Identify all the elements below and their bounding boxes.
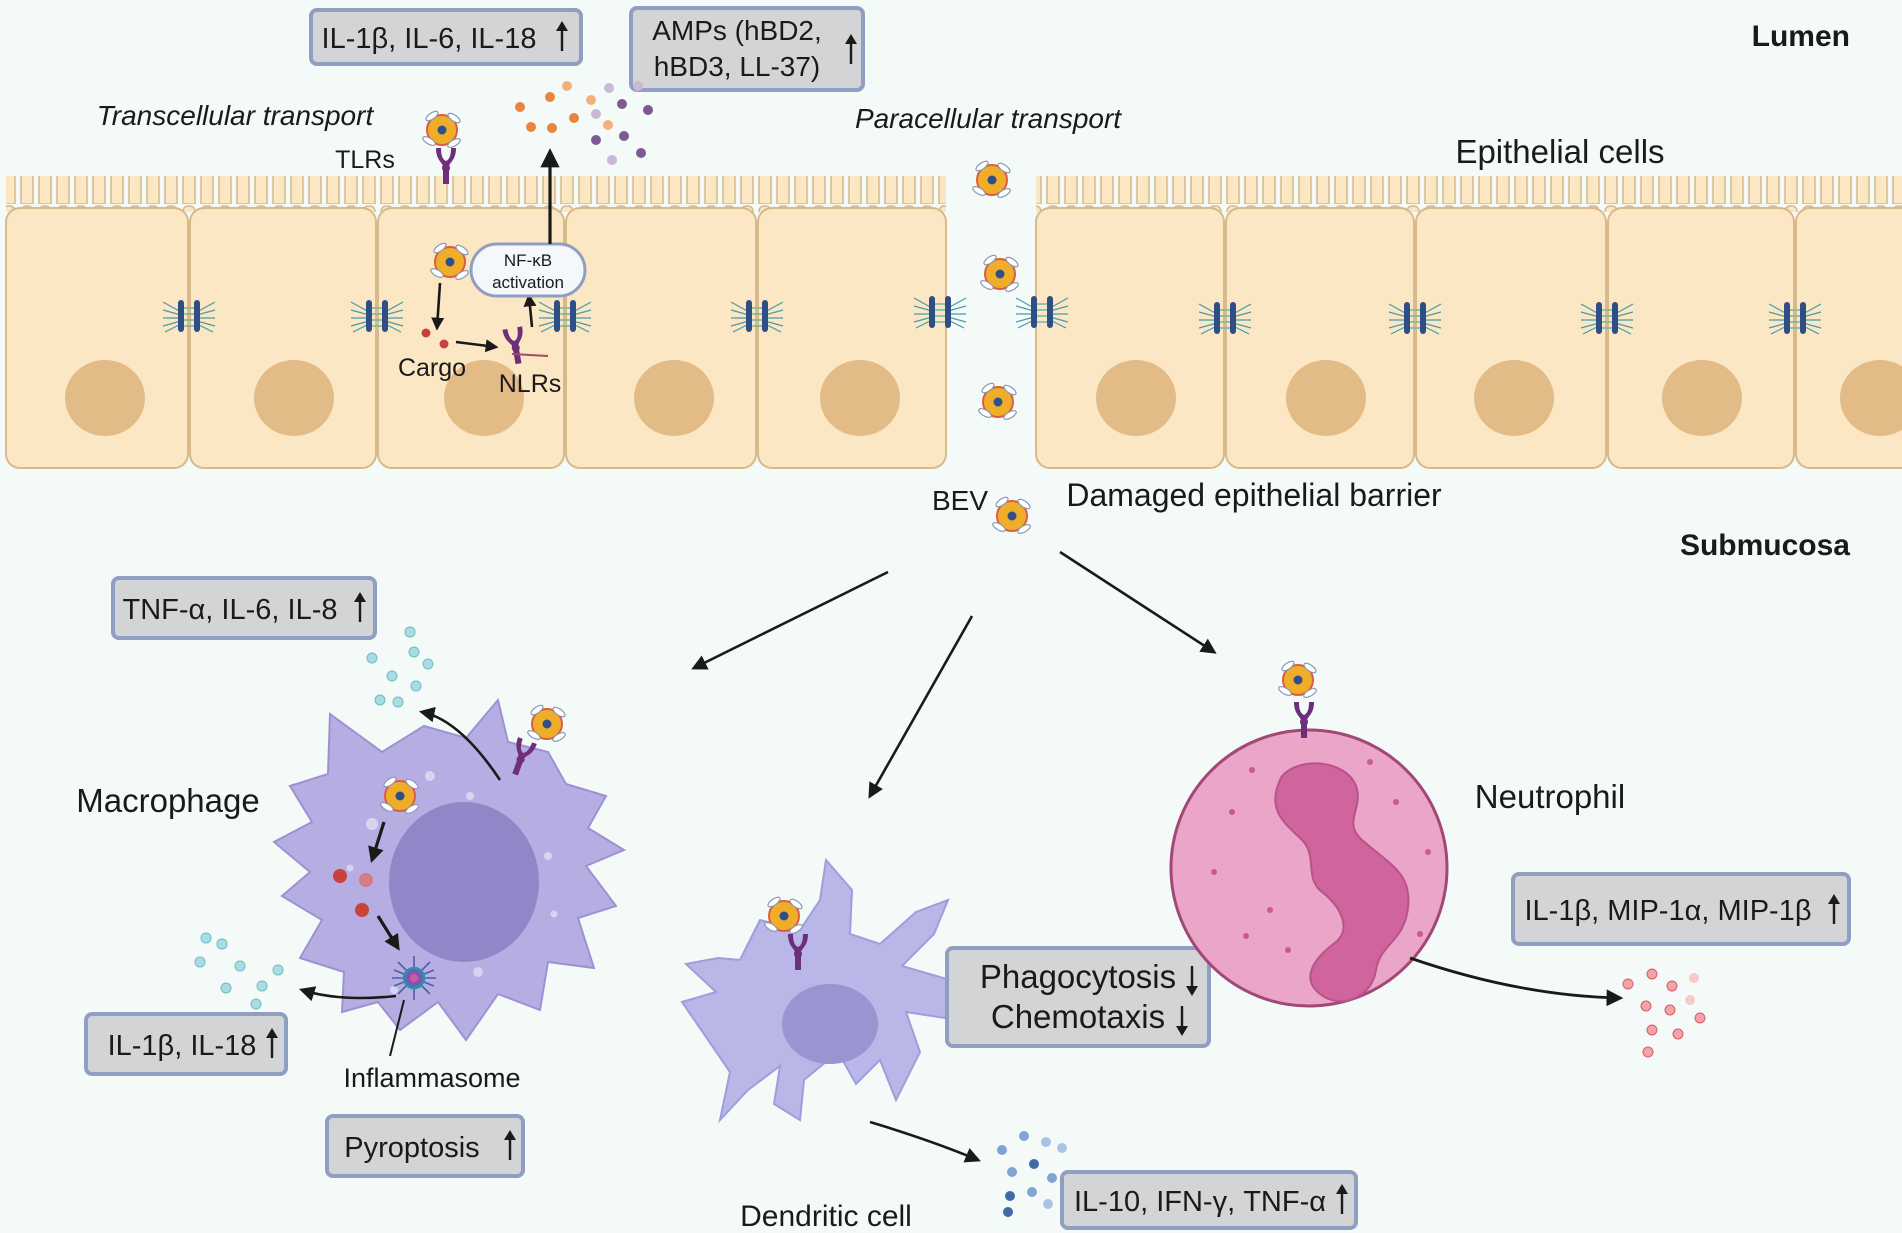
bev-icon bbox=[428, 240, 471, 283]
amps-line1: AMPs (hBD2, bbox=[652, 15, 822, 46]
pyroptosis-text: Pyroptosis bbox=[344, 1132, 479, 1164]
arrow-to-macrophage bbox=[691, 570, 889, 670]
cargo-particle bbox=[355, 903, 369, 917]
inflammasome-icon bbox=[392, 956, 436, 1000]
macrophage-cell bbox=[272, 697, 627, 1042]
neutrophil-cytokine-box: IL-1β, MIP-1α, MIP-1β bbox=[1511, 872, 1851, 946]
dendritic-cell bbox=[680, 857, 1005, 1124]
microvilli-left bbox=[6, 176, 946, 212]
bev-icon bbox=[976, 380, 1019, 423]
macrophage-tnf-text: TNF-α, IL-6, IL-8 bbox=[123, 594, 338, 626]
amp-particles bbox=[591, 81, 653, 165]
cargo-particle bbox=[439, 339, 449, 349]
nfkb-line2: activation bbox=[492, 273, 564, 292]
epithelial-cells-right bbox=[1035, 207, 1902, 469]
neutrophil-nucleus bbox=[1274, 762, 1410, 1003]
phagocytosis-text: Phagocytosis bbox=[980, 958, 1176, 995]
neutrophil-cytokine-particles bbox=[1622, 968, 1706, 1058]
cargo-particle bbox=[421, 328, 431, 338]
bev-label: BEV bbox=[932, 485, 988, 516]
arrow-bev-to-cargo bbox=[431, 282, 445, 331]
epithelial-cytokine-text: IL-1β, IL-6, IL-18 bbox=[322, 23, 537, 55]
bev-icon bbox=[525, 702, 568, 745]
microvilli-right bbox=[1036, 176, 1902, 212]
macrophage-label: Macrophage bbox=[76, 782, 259, 819]
inflammasome-pointer bbox=[389, 999, 405, 1057]
neutrophil-cell bbox=[1169, 728, 1449, 1008]
arrow-nlrs-to-nfkb bbox=[523, 293, 537, 328]
amps-line2: hBD3, LL-37) bbox=[654, 51, 821, 82]
inflammasome-label: Inflammasome bbox=[343, 1063, 520, 1093]
bev-icon bbox=[762, 894, 805, 937]
bev-icon bbox=[1276, 658, 1319, 701]
epithelial-cells-label: Epithelial cells bbox=[1455, 133, 1664, 170]
damaged-barrier-label: Damaged epithelial barrier bbox=[1066, 477, 1442, 513]
bev-icon bbox=[378, 774, 421, 817]
paracellular-transport-label: Paracellular transport bbox=[855, 103, 1122, 134]
macrophage-tnf-box: TNF-α, IL-6, IL-8 bbox=[111, 576, 377, 640]
nfkb-line1: NF-κB bbox=[504, 251, 552, 270]
epithelial-layer bbox=[5, 176, 1902, 469]
chemotaxis-text: Chemotaxis bbox=[991, 998, 1165, 1035]
cargo-particle bbox=[359, 873, 373, 887]
macrophage-il1-box: IL-1β, IL-18 bbox=[84, 1012, 288, 1076]
nlrs-label: NLRs bbox=[499, 370, 562, 398]
epithelial-cytokine-particles bbox=[515, 81, 613, 133]
macrophage-nucleus bbox=[389, 802, 539, 962]
dendritic-cytokine-particles bbox=[997, 1131, 1067, 1217]
arrow-dendritic-secretion bbox=[869, 1120, 981, 1163]
cargo-particle bbox=[333, 869, 347, 883]
bev-icon bbox=[420, 108, 463, 151]
bev-icon bbox=[970, 158, 1013, 201]
neutrophil-label: Neutrophil bbox=[1475, 778, 1625, 815]
arrow-bev-to-cargo bbox=[368, 821, 386, 864]
bev-icon bbox=[990, 494, 1033, 537]
amps-box: AMPs (hBD2, hBD3, LL-37) bbox=[629, 6, 865, 92]
lumen-label: Lumen bbox=[1752, 20, 1850, 53]
pyroptosis-box: Pyroptosis bbox=[325, 1114, 525, 1178]
nlr-tail bbox=[511, 353, 549, 357]
arrow-neutrophil-secretion bbox=[1409, 956, 1624, 1007]
tlrs-label: TLRs bbox=[335, 146, 395, 174]
arrow-to-dendritic-cell bbox=[868, 615, 974, 799]
cargo-label: Cargo bbox=[398, 354, 466, 382]
bev-icon bbox=[978, 252, 1021, 295]
arrow-cargo-to-nlrs bbox=[455, 339, 499, 353]
nfkb-activation-bubble: NF-κB activation bbox=[469, 242, 587, 298]
arrow-to-neutrophil bbox=[1059, 550, 1217, 654]
epithelial-cells-left bbox=[5, 207, 947, 469]
neutrophil-cytokine-text: IL-1β, MIP-1α, MIP-1β bbox=[1524, 895, 1811, 927]
arrow-cargo-to-inflammasome bbox=[376, 915, 400, 951]
dendritic-cytokine-text: IL-10, IFN-γ, TNF-α bbox=[1074, 1186, 1326, 1218]
arrow-inflammasome-secretion bbox=[299, 986, 397, 1002]
submucosa-label: Submucosa bbox=[1680, 529, 1850, 562]
transcellular-transport-label: Transcellular transport bbox=[97, 100, 375, 131]
macrophage-cytokine-particles bbox=[366, 626, 434, 708]
dendritic-cell-label: Dendritic cell bbox=[740, 1200, 912, 1233]
macrophage-il1-text: IL-1β, IL-18 bbox=[108, 1030, 257, 1062]
dendritic-nucleus bbox=[782, 984, 878, 1064]
arrow-macrophage-secretion bbox=[418, 706, 502, 781]
dendritic-cytokine-box: IL-10, IFN-γ, TNF-α bbox=[1060, 1170, 1358, 1230]
epithelial-cytokine-box: IL-1β, IL-6, IL-18 bbox=[309, 8, 583, 66]
inflammasome-cytokine-particles bbox=[194, 932, 284, 1010]
phagocytosis-chemotaxis-box: Phagocytosis Chemotaxis bbox=[945, 946, 1211, 1048]
